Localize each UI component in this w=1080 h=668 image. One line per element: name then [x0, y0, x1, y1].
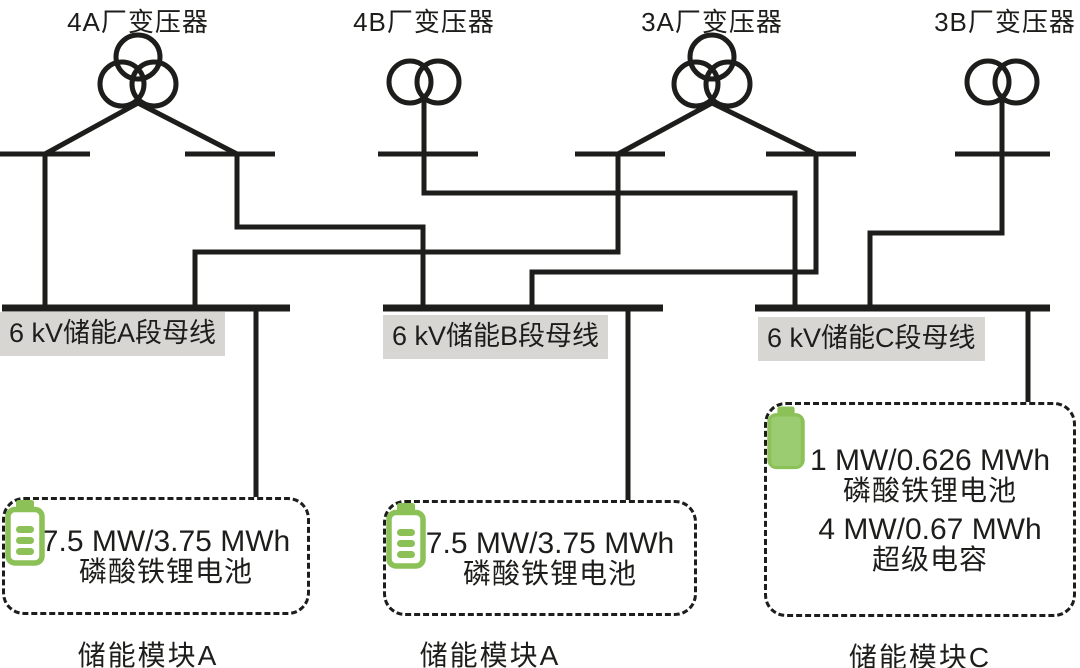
- feeder-3b-to-busbar-c: [867, 101, 1005, 308]
- transformer-3b-label: 3B厂变压器: [934, 7, 1076, 37]
- busbar-a-label: 6 kV储能A段母线: [0, 312, 226, 357]
- module-a-battery-type: 磷酸铁锂电池: [78, 556, 253, 588]
- storage-module-a-box: 7.5 MW/3.75 MWh 磷酸铁锂电池: [2, 497, 310, 615]
- module-c-label: 储能模块C: [848, 642, 992, 668]
- transformer-3a-icon: [616, 32, 818, 157]
- module-c-supercap-row: 4 MW/0.67 MWh 超级电容: [768, 406, 1065, 579]
- feeder-4a-right-to-busbar-b: [234, 154, 426, 308]
- module-c-battery-rating: 1 MW/0.626 MWh: [809, 443, 1051, 477]
- transformer-3a-leads: [616, 100, 818, 157]
- busbar-b-label: 6 kV储能B段母线: [383, 315, 609, 360]
- module-b-label: 储能模块A: [419, 640, 561, 668]
- busbar-c-label: 6 kV储能C段母线: [758, 317, 985, 362]
- transformer-3b-icon: [964, 58, 1040, 106]
- feeder-3a-right-to-busbar-b: [529, 154, 819, 308]
- module-b-battery-row: 7.5 MW/3.75 MWh 磷酸铁锂电池: [386, 503, 686, 593]
- module-b-battery-type: 磷酸铁锂电池: [462, 558, 637, 590]
- module-c-supercap-text: 4 MW/0.67 MWh 超级电容: [797, 512, 1063, 575]
- feeder-4b-to-busbar-c: [421, 101, 798, 308]
- module-a-power-rating: 7.5 MW/3.75 MWh: [41, 524, 291, 558]
- module-b-power-rating: 7.5 MW/3.75 MWh: [425, 526, 675, 560]
- transformer-3a-label: 3A厂变压器: [641, 7, 783, 37]
- module-c-battery-text: 1 MW/0.626 MWh 磷酸铁锂电池: [797, 445, 1063, 506]
- transformer-4a-icon: [43, 32, 239, 157]
- feeder-3a-left-to-busbar-a: [192, 154, 621, 308]
- module-c-battery-type: 磷酸铁锂电池: [842, 475, 1017, 507]
- storage-module-c-box: 1 MW/0.626 MWh 磷酸铁锂电池 4 MW/0.67 MWh 超级电容: [764, 402, 1076, 617]
- transformer-4b-label: 4B厂变压器: [353, 7, 495, 37]
- transformer-4a-leads: [43, 100, 239, 157]
- transformer-4a-label: 4A厂变压器: [67, 7, 209, 37]
- module-a-label: 储能模块A: [77, 640, 219, 668]
- module-c-supercap-type: 超级电容: [871, 544, 988, 575]
- transformer-4b-icon: [386, 58, 462, 106]
- module-a-battery-text: 7.5 MW/3.75 MWh 磷酸铁锂电池: [35, 526, 297, 587]
- module-b-battery-text: 7.5 MW/3.75 MWh 磷酸铁锂电池: [416, 528, 684, 589]
- module-a-battery-row: 7.5 MW/3.75 MWh 磷酸铁锂电池: [5, 500, 299, 591]
- module-c-battery-row: 1 MW/0.626 MWh 磷酸铁锂电池: [767, 406, 1065, 510]
- module-c-supercap-rating: 4 MW/0.67 MWh: [818, 512, 1042, 546]
- storage-module-b-box: 7.5 MW/3.75 MWh 磷酸铁锂电池: [383, 500, 697, 616]
